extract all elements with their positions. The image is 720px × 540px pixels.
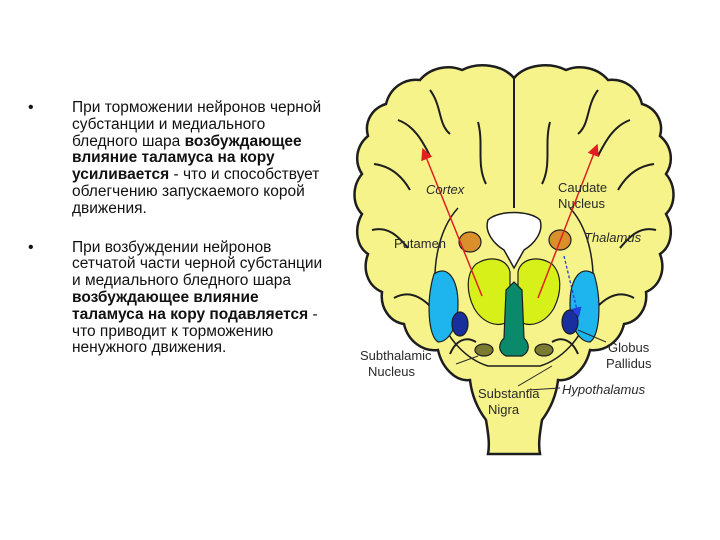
bullet-dot: • [28,99,34,116]
label-cortex: Cortex [426,182,465,197]
label-thalamus: Thalamus [584,230,642,245]
white-matter-boundary [434,207,594,367]
label-substantia-2: Nigra [488,402,520,417]
ventricles [486,211,542,270]
bullet-dot: • [28,238,34,256]
label-hypothalamus: Hypothalamus [562,382,646,397]
globus-left [451,311,469,337]
subthalamic-left [474,343,494,357]
label-caudate-1: Caudate [558,180,607,195]
sulci-lines [371,78,657,355]
subthalamic-right [534,343,554,357]
label-subthalamic-2: Nucleus [368,364,415,379]
thalamus-left [467,258,511,325]
bullet-bold: возбуждающее влияние таламуса на кору по… [72,288,309,323]
bullet-item-inhibition: • При торможении нейронов черной субстан… [28,99,328,218]
label-putamen: Putamen [394,236,446,251]
caudate-left [458,231,482,253]
bullet-tail: - что приводит к торможению ненужного дв… [72,305,318,357]
bullet-lead: При возбуждении нейронов сетчатой части … [72,238,323,290]
thalamus-right [517,258,561,325]
globus-right [561,309,579,335]
arrow-thalamus-cortex-left [421,147,483,297]
bullet-bold: возбуждающее влияние таламуса на кору ус… [72,132,302,184]
bullet-tail: - что и способствует облегчению запускае… [72,166,320,217]
label-pointers [455,329,607,391]
label-subthalamic-1: Subthalamic [360,348,432,363]
label-globus-2: Pallidus [606,356,652,371]
bullet-item-excitation: • При возбуждении нейронов сетчатой част… [28,238,328,358]
bullet-lead: При торможении нейронов черной субстанци… [72,99,322,150]
putamen-left [428,270,459,343]
brain-svg: Cortex Caudate Nucleus Thalamus Putamen … [353,64,675,456]
label-substantia-1: Substantia [478,386,540,401]
label-globus-1: Globus [608,340,650,355]
substantia-nigra [499,281,529,357]
arrow-thalamus-cortex-right [537,143,599,299]
label-caudate-2: Nucleus [558,196,605,211]
brain-coronal-diagram: Cortex Caudate Nucleus Thalamus Putamen … [338,60,690,460]
text-column: • При торможении нейронов черной субстан… [28,99,328,379]
